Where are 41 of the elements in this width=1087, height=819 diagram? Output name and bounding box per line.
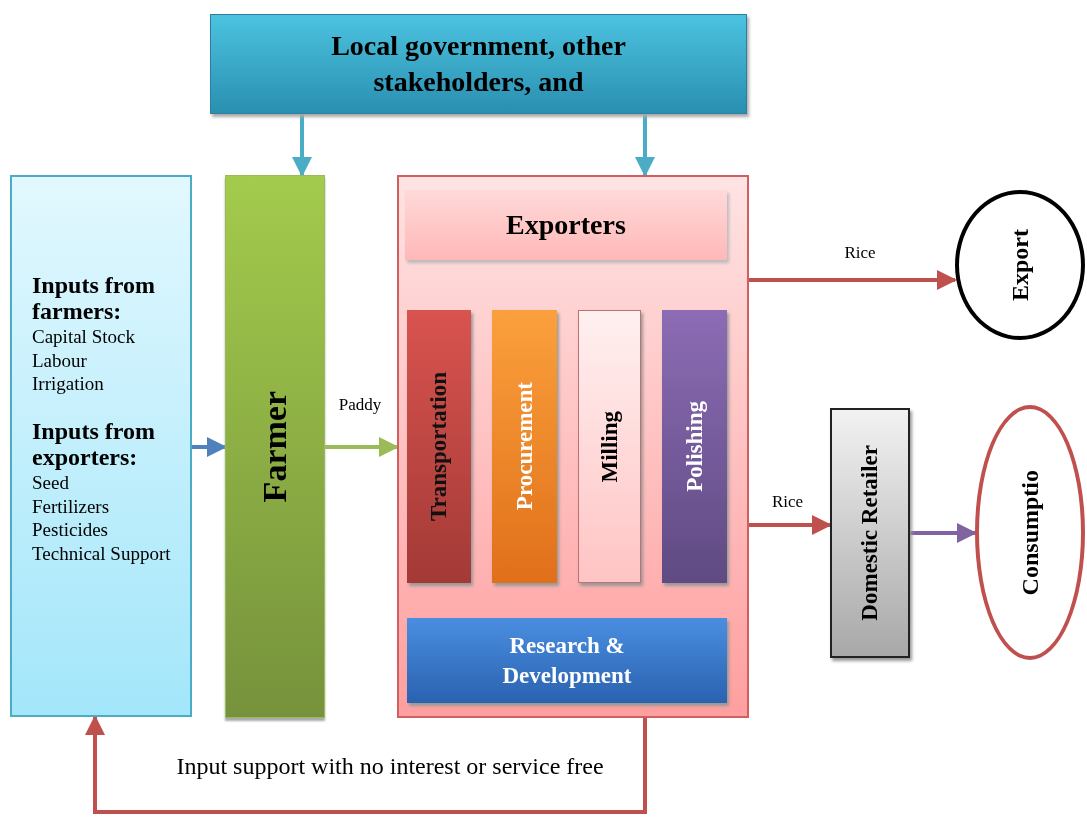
section-heading: Inputs from exporters: xyxy=(32,418,156,471)
arrow xyxy=(749,515,832,535)
process-bar xyxy=(407,310,471,583)
arrow xyxy=(292,114,312,177)
list-item: Fertilizers xyxy=(32,494,111,519)
arrow xyxy=(85,715,647,814)
node-label: Research & Development xyxy=(501,631,633,690)
list-item: Labour xyxy=(32,348,88,373)
list-item: Pesticides xyxy=(32,518,109,543)
exporters-panel xyxy=(397,175,749,718)
node-label: Transportation xyxy=(426,371,452,522)
retailer-box xyxy=(830,408,910,658)
exporters-box xyxy=(405,190,727,260)
arrow xyxy=(635,114,655,177)
list-item: Technical Support xyxy=(32,542,172,566)
arrow xyxy=(325,437,399,457)
list-item: Irrigation xyxy=(32,372,105,397)
header-box xyxy=(210,14,747,114)
node-label: Consumptio xyxy=(1016,469,1044,596)
arrow xyxy=(749,270,957,290)
farmer-bar xyxy=(225,175,325,718)
process-bar xyxy=(662,310,727,583)
list-item: Capital Stock xyxy=(32,324,136,349)
node-label: Procurement xyxy=(511,382,538,511)
node-label: Local government, other stakeholders, and xyxy=(330,28,627,99)
node-label: Polishing xyxy=(681,401,708,492)
research-box xyxy=(407,618,727,703)
node-label: Export xyxy=(1006,229,1034,301)
arrow xyxy=(910,523,977,543)
inputs-box xyxy=(10,175,192,717)
section-heading: Inputs from farmers: xyxy=(32,272,156,325)
process-bar xyxy=(492,310,557,583)
node-label: Exporters xyxy=(506,209,626,241)
arrow xyxy=(192,437,227,457)
list-item: Seed xyxy=(32,470,70,495)
node-label: Domestic Retailer xyxy=(857,445,883,621)
node-label: Farmer xyxy=(256,390,294,503)
consumption-ellipse xyxy=(975,405,1085,660)
export-ellipse xyxy=(955,190,1085,340)
process-bar xyxy=(578,310,641,583)
node-label: Milling xyxy=(596,410,623,483)
